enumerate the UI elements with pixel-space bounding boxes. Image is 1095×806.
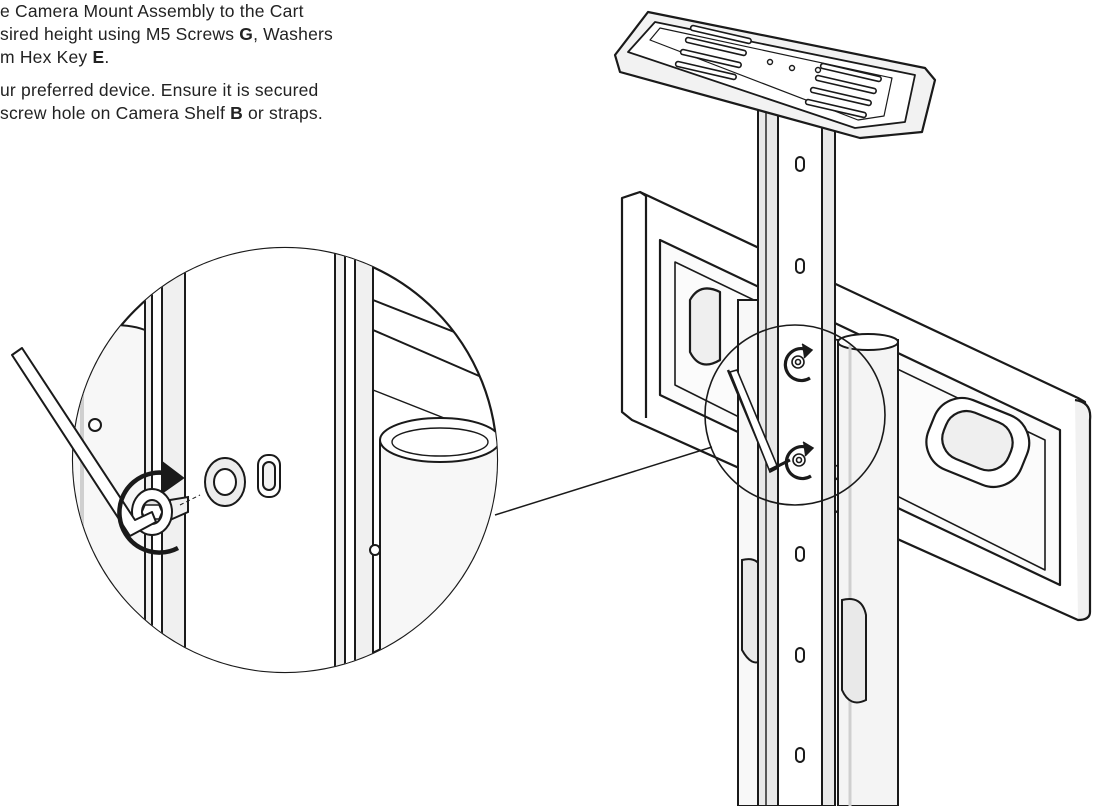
part-g-label: G [239,24,254,44]
instruction-step-1: e Camera Mount Assembly to the Cart sire… [0,0,440,69]
step-2-line-1: ur preferred device. Ensure it is secure… [0,80,319,100]
alignment-guide [179,494,201,506]
shelf-vent-slots [674,24,882,119]
detail-leader-line [494,446,713,516]
step-1-line-3: m Hex Key E. [0,46,440,69]
detail-view [11,246,499,674]
rotate-clockwise-arrow-icon [783,343,815,481]
part-e-label: E [92,47,105,67]
screw-icon [791,355,806,467]
cart-uprights [737,299,899,806]
part-b-label: B [230,103,243,123]
step-2-line-2: screw hole on Camera Shelf B or straps. [0,102,440,125]
step-1-line-1: e Camera Mount Assembly to the Cart [0,1,304,21]
hex-key-icon [11,347,157,537]
step-1-line-2: sired height using M5 Screws G, Washers [0,23,440,46]
step-1-line-2-text: sired height using M5 Screws [0,24,240,44]
screw-location-highlight [704,324,886,506]
rail-slots [795,156,805,763]
step-1-line-3-tail: . [104,47,110,67]
instruction-step-2: ur preferred device. Ensure it is secure… [0,79,440,125]
washer-icon [204,457,246,507]
step-1-line-2-tail: , Washers [253,24,333,44]
camera-shelf-plate [613,10,937,140]
assembly-instructions: e Camera Mount Assembly to the Cart sire… [0,0,440,135]
shelf-screw-holes [766,58,822,74]
step-1-line-3-text: m Hex Key [0,47,93,67]
rotate-clockwise-arrow-icon [117,461,185,555]
step-2-line-2-tail: or straps. [242,103,323,123]
step-2-line-2-text: screw hole on Camera Shelf [0,103,231,123]
